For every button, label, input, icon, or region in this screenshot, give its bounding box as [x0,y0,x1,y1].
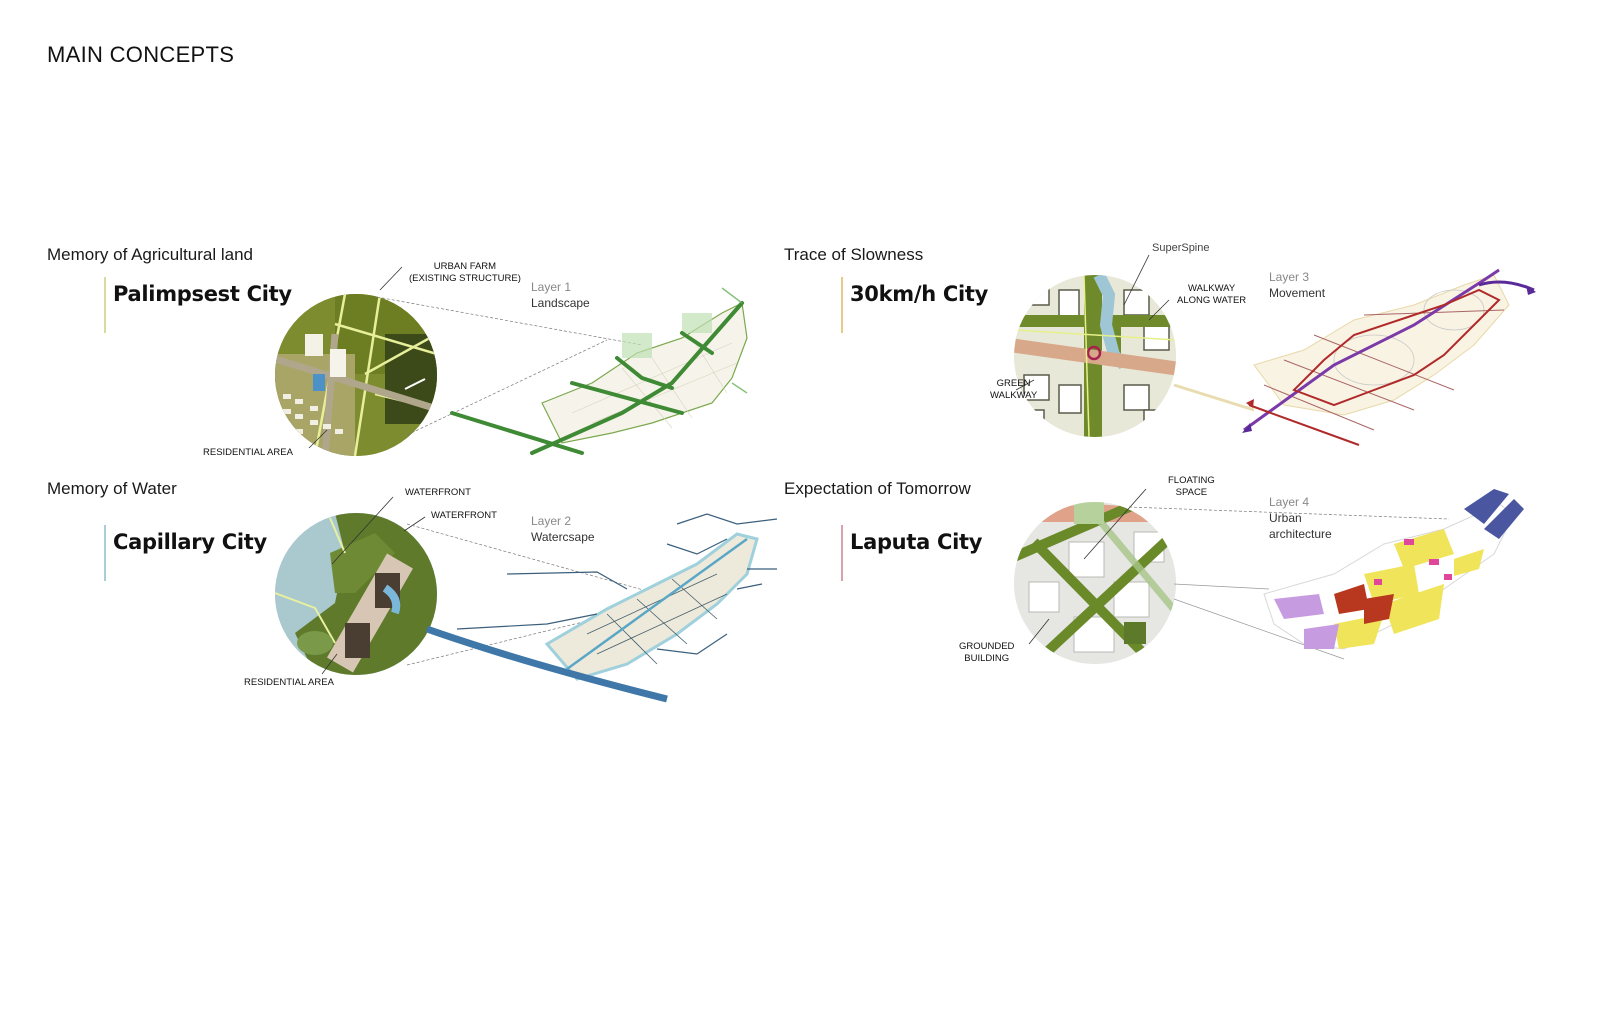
callout-lines [308,266,643,449]
superspine-aerial-image [1014,275,1176,437]
layer-label: Layer 1 Landscape [531,279,590,311]
waterfront-aerial-image [275,513,437,675]
city-name-block: Laputa City [841,525,982,581]
page-title: MAIN CONCEPTS [47,42,235,67]
concept-panel-palimpsest: Memory of Agricultural land Palimpsest C… [47,245,807,475]
callout-urban-farm: URBAN FARM (EXISTING STRUCTURE) [409,261,521,284]
callout-lines [1015,254,1255,412]
farmland-aerial-image [275,294,437,456]
memory-label: Expectation of Tomorrow [784,479,971,498]
landscape-layer-map [450,287,748,455]
callout-floating-space: FLOATING SPACE [1168,475,1215,498]
callout-residential-area: RESIDENTIAL AREA [244,677,334,688]
detail-circle-waterfront [275,513,437,675]
city-name: Capillary City [113,530,267,554]
layer-label: Layer 3 Movement [1269,269,1325,301]
detail-circle-superspine [1014,275,1176,437]
memory-label: Memory of Agricultural land [47,245,253,264]
callout-superspine: SuperSpine [1152,242,1210,254]
callout-walkway-along-water: WALKWAY ALONG WATER [1177,283,1247,306]
detail-circle-floating-space [1014,502,1176,664]
callout-waterfront-2: WATERFRONT [431,510,497,521]
layer-label: Layer 4 Urban architecture [1269,494,1349,542]
floating-space-aerial-image [1014,502,1176,664]
detail-circle-farmland [275,294,437,456]
memory-label: Memory of Water [47,479,177,498]
memory-label: Trace of Slowness [784,245,924,264]
callout-lines [321,496,648,675]
city-name: 30km/h City [850,282,989,306]
layer-number: Layer 3 [1269,270,1310,284]
callout-green-walkway: GREEN WALKWAY [990,378,1038,401]
layer-label: Layer 2 Watercsape [531,513,595,545]
layer-name: Landscape [531,296,590,310]
layer-name: Watercsape [531,530,595,544]
concept-panel-laputa: Expectation of Tomorrow Laputa City F [784,475,1544,709]
layer-number: Layer 2 [531,514,572,528]
urban-architecture-layer-map [1263,489,1524,650]
city-name-block: 30km/h City [841,277,988,333]
layer-number: Layer 4 [1269,495,1310,509]
callout-residential-area: RESIDENTIAL AREA [203,447,293,458]
callout-waterfront-1: WATERFRONT [405,487,471,498]
layer-name: Movement [1269,286,1326,300]
concept-panel-30kmh: Trace of Slowness 30km/h City SuperSpine… [784,242,1544,475]
waterscape-layer-map [425,513,778,703]
city-name-block: Capillary City [104,525,267,581]
city-name-block: Palimpsest City [104,277,292,333]
city-name: Palimpsest City [113,282,292,306]
layer-number: Layer 1 [531,280,572,294]
city-name: Laputa City [850,530,983,554]
concept-panel-capillary: Memory of Water Capillary City WATERFRON… [47,479,807,709]
layer-name: Urban architecture [1269,511,1332,541]
callout-grounded-building: GROUNDED BUILDING [959,641,1015,664]
movement-layer-map [1242,268,1536,446]
